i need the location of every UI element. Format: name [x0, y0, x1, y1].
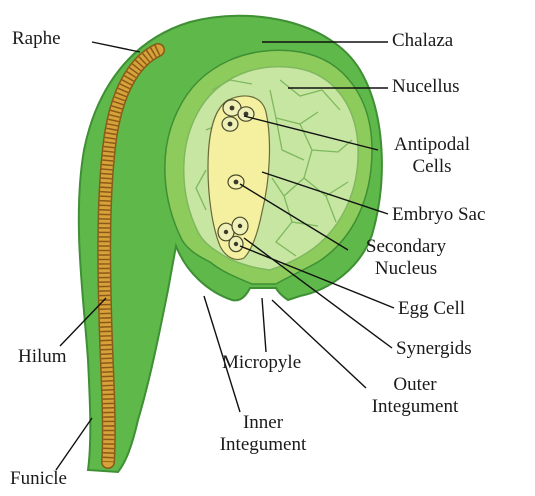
synergid-nucleus: [224, 230, 228, 234]
label-antipodal-line1: Antipodal: [376, 134, 488, 156]
label-synergids: Synergids: [396, 338, 472, 360]
label-secondary-nucleus: Secondary Nucleus: [344, 236, 468, 280]
label-inner-line1: Inner: [188, 412, 338, 434]
label-antipodal-cells: Antipodal Cells: [376, 134, 488, 178]
antipodal-nucleus: [230, 106, 235, 111]
label-raphe: Raphe: [12, 28, 61, 50]
synergid-nucleus: [238, 224, 242, 228]
label-outer-line1: Outer: [350, 374, 480, 396]
label-outer-integument: Outer Integument: [350, 374, 480, 418]
label-inner-integument: Inner Integument: [188, 412, 338, 456]
label-secondary-line1: Secondary: [344, 236, 468, 258]
label-antipodal-line2: Cells: [376, 156, 488, 178]
secondary-nucleolus: [234, 180, 239, 185]
label-inner-line2: Integument: [188, 434, 338, 456]
label-chalaza: Chalaza: [392, 30, 453, 52]
label-embryo-sac: Embryo Sac: [392, 204, 485, 226]
label-micropyle: Micropyle: [222, 352, 301, 374]
leader-label-raphe: [92, 42, 140, 52]
label-outer-line2: Integument: [350, 396, 480, 418]
label-egg-cell: Egg Cell: [398, 298, 465, 320]
leader-label-funicle: [56, 418, 92, 470]
label-funicle: Funicle: [10, 468, 67, 490]
label-secondary-line2: Nucleus: [344, 258, 468, 280]
label-hilum: Hilum: [18, 346, 67, 368]
label-nucellus: Nucellus: [392, 76, 460, 98]
egg-nucleus: [234, 242, 238, 246]
leader-label-micropyle: [262, 298, 266, 352]
antipodal-nucleus: [228, 122, 233, 127]
